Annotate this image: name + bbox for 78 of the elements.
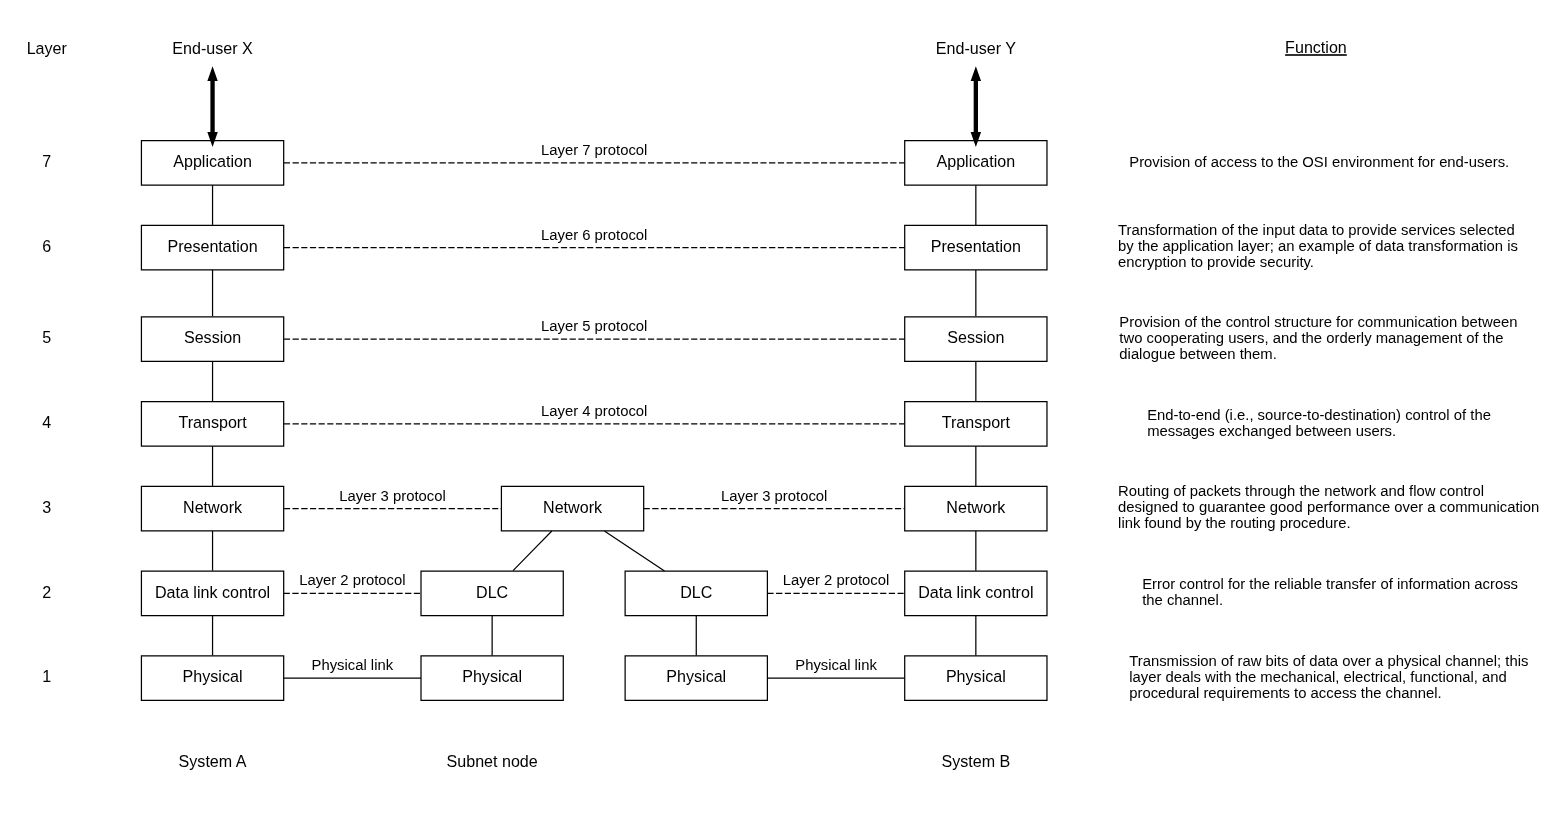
edge-label: Layer 3 protocol	[339, 487, 446, 504]
connector	[603, 530, 666, 572]
connector	[283, 423, 906, 425]
node-box: Application	[904, 139, 1048, 186]
node-box: Application	[140, 139, 285, 186]
node-box: Data link control	[904, 570, 1048, 617]
connector	[766, 677, 906, 679]
edge-label: Physical link	[795, 657, 877, 674]
connector	[695, 615, 697, 656]
node-box: Network	[140, 485, 285, 532]
label: Transmission of raw bits of data over a physical channel; this layer deals with the mechanical, electrical, functional, and procedural requirements to access the channel.	[1129, 652, 1529, 701]
connector	[283, 338, 906, 340]
label: 5	[42, 328, 52, 347]
label: Layer	[26, 39, 67, 58]
edge-label: Layer 4 protocol	[541, 402, 648, 419]
label: 2	[42, 582, 52, 601]
edge-label: Layer 2 protocol	[299, 572, 406, 589]
node-box: Transport	[140, 400, 285, 447]
connector	[283, 592, 422, 594]
edge-label: Layer 7 protocol	[541, 141, 648, 158]
label: 7	[42, 152, 52, 170]
connector	[975, 530, 977, 572]
connector	[975, 269, 977, 317]
label: End-to-end (i.e., source-to-destination) control of the messages exchanged between users.	[1147, 406, 1491, 439]
connector	[211, 445, 214, 487]
node-text: End-user X	[172, 39, 253, 58]
node-box: Physical	[420, 655, 564, 701]
connector	[491, 615, 493, 656]
node-box: Session	[904, 316, 1048, 362]
connector	[512, 530, 553, 572]
connector	[211, 184, 214, 226]
node-text: End-user Y	[935, 39, 1016, 58]
arrow	[970, 66, 982, 147]
connector	[766, 592, 906, 594]
label: Routing of packets through the network and flow control designed to guarantee good performance over a communication link found by the routing procedure.	[1118, 483, 1540, 532]
node-box: Data link control	[140, 570, 285, 617]
label: 1	[42, 667, 52, 686]
node-box: DLC	[624, 570, 768, 617]
node-box: Physical	[140, 655, 285, 701]
node-box: Physical	[624, 655, 768, 701]
connector	[211, 530, 214, 572]
label: 6	[42, 236, 52, 255]
connector	[211, 615, 214, 656]
connector	[283, 507, 502, 510]
edge-label: Physical link	[311, 657, 394, 674]
connector	[283, 677, 422, 679]
edge-label: Layer 3 protocol	[721, 487, 828, 504]
node-box: Presentation	[904, 224, 1048, 271]
node-box: Session	[140, 316, 285, 362]
label: System B	[941, 751, 1011, 770]
connector	[211, 360, 214, 402]
label: Transformation of the input data to provide services selected by the application layer; an example of data transformation is encryption to provide security.	[1118, 222, 1518, 271]
label: Provision of access to the OSI environment for end-users.	[1129, 153, 1510, 170]
connector	[211, 269, 214, 317]
node-box: Physical	[904, 655, 1048, 701]
edge-label: Layer 2 protocol	[782, 572, 890, 589]
connector	[643, 507, 906, 510]
label: Error control for the reliable transfer of information across the channel.	[1142, 576, 1519, 609]
node-box: Presentation	[140, 224, 285, 271]
label: Function	[1285, 38, 1347, 57]
node-box: Network	[904, 485, 1048, 532]
node-box: Transport	[904, 400, 1048, 447]
connector	[975, 184, 977, 226]
connector	[283, 162, 906, 164]
label: Subnet node	[446, 751, 538, 770]
connector	[975, 360, 977, 402]
label: 4	[42, 413, 52, 432]
label: System A	[178, 751, 247, 770]
node-box: DLC	[420, 570, 564, 617]
node-box: Network	[500, 485, 645, 532]
edge-label: Layer 5 protocol	[541, 318, 648, 335]
label: Provision of the control structure for communication between two cooperating users, and the orderly management of the dialogue between them.	[1119, 313, 1518, 362]
arrow	[207, 66, 218, 147]
connector	[975, 445, 977, 487]
connector	[975, 615, 977, 656]
label: 3	[42, 497, 52, 516]
connector	[283, 246, 906, 249]
edge-label: Layer 6 protocol	[541, 226, 648, 243]
